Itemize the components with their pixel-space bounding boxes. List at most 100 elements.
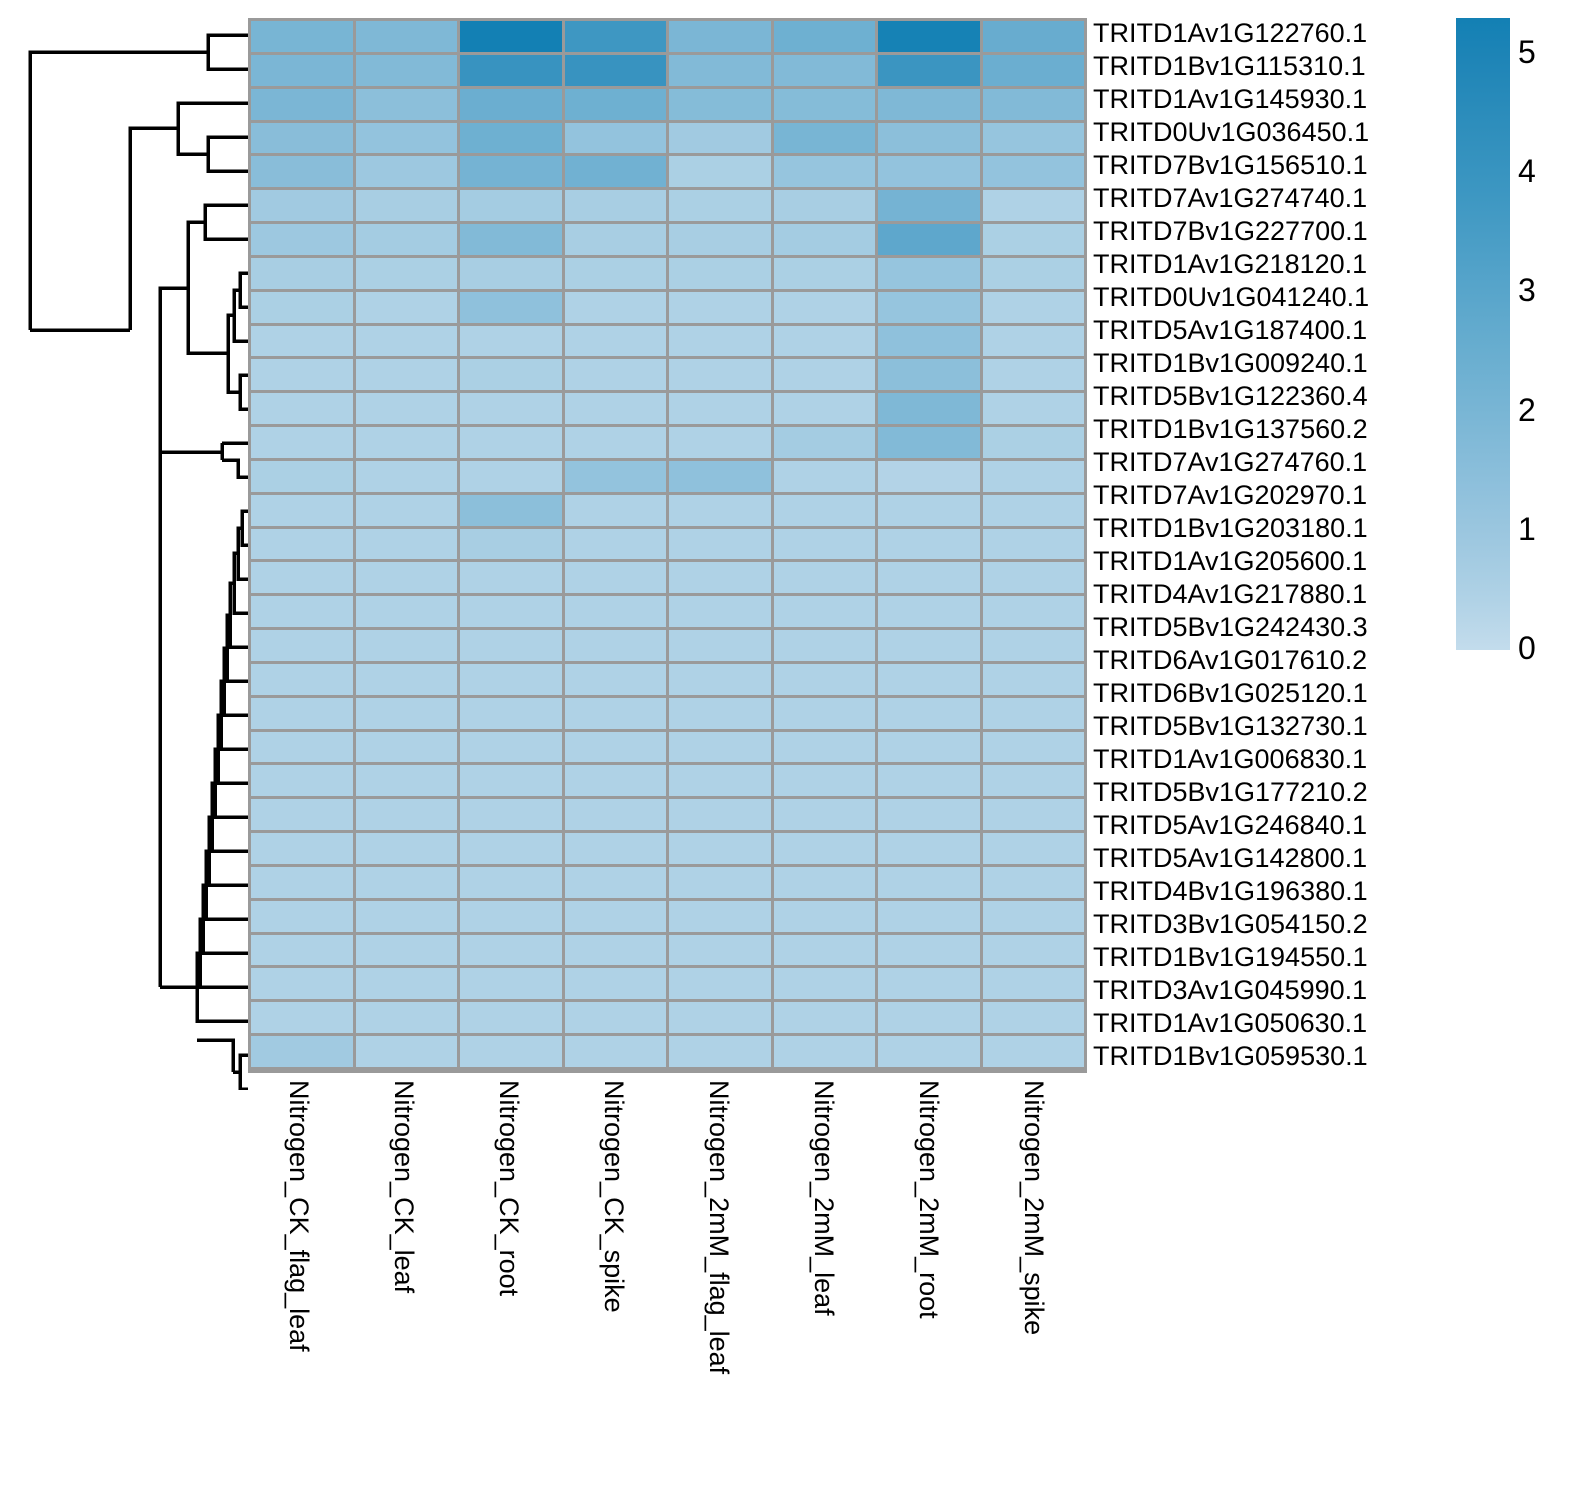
column-label: Nitrogen_2mM_leaf — [808, 1080, 839, 1316]
heatmap-cell — [564, 1002, 666, 1034]
row-label: TRITD1Av1G218120.1 — [1093, 249, 1368, 280]
heatmap-cell — [460, 54, 562, 86]
heatmap-cell — [669, 663, 771, 695]
heatmap-cell — [564, 257, 666, 289]
heatmap-cell — [355, 494, 457, 526]
heatmap-cell — [251, 562, 353, 594]
row-label: TRITD0Uv1G036450.1 — [1093, 117, 1370, 148]
heatmap-cell — [982, 663, 1084, 695]
heatmap-cell — [669, 528, 771, 560]
row-label: TRITD7Av1G202970.1 — [1093, 480, 1368, 511]
row-label: TRITD5Bv1G242430.3 — [1093, 611, 1368, 642]
heatmap-cell — [564, 1036, 666, 1067]
heatmap-cell — [878, 1002, 980, 1034]
heatmap-cell — [878, 156, 980, 188]
heatmap-cell — [355, 697, 457, 729]
column-label: Nitrogen_2mM_flag_leaf — [703, 1080, 734, 1375]
heatmap-cell — [669, 359, 771, 391]
heatmap-cell — [251, 765, 353, 797]
heatmap-cell — [878, 325, 980, 357]
heatmap-cell — [773, 833, 875, 864]
heatmap-cell — [564, 224, 666, 255]
heatmap-cell — [460, 1002, 562, 1034]
heatmap-cell — [773, 697, 875, 729]
heatmap-cell — [460, 596, 562, 628]
heatmap-cell — [355, 427, 457, 458]
heatmap-cell — [564, 427, 666, 458]
heatmap-cell — [355, 122, 457, 154]
heatmap-cell — [460, 663, 562, 695]
heatmap-cell — [982, 900, 1084, 932]
heatmap-cell — [982, 833, 1084, 864]
heatmap-cell — [982, 156, 1084, 188]
heatmap-cell — [460, 156, 562, 188]
heatmap-cell — [251, 325, 353, 357]
heatmap-cell — [460, 1036, 562, 1067]
heatmap-cell — [251, 1036, 353, 1067]
row-label: TRITD1Av1G050630.1 — [1093, 1007, 1368, 1038]
heatmap-cell — [564, 765, 666, 797]
heatmap-cell — [564, 663, 666, 695]
heatmap-cell — [355, 224, 457, 255]
heatmap-cell — [564, 799, 666, 831]
heatmap-cell — [564, 190, 666, 222]
heatmap-cell — [669, 257, 771, 289]
heatmap-cell — [564, 122, 666, 154]
heatmap-cell — [878, 731, 980, 763]
heatmap-cell — [982, 731, 1084, 763]
heatmap-cell — [878, 528, 980, 560]
heatmap-cell — [669, 54, 771, 86]
row-label: TRITD1Av1G145930.1 — [1093, 84, 1368, 115]
heatmap-cell — [669, 630, 771, 661]
heatmap-cell — [355, 325, 457, 357]
row-label: TRITD5Bv1G132730.1 — [1093, 710, 1368, 741]
heatmap-cell — [460, 291, 562, 323]
heatmap-cell — [773, 630, 875, 661]
row-dendrogram — [28, 33, 248, 1090]
heatmap-cell — [251, 731, 353, 763]
heatmap-cell — [251, 866, 353, 898]
heatmap-cell — [878, 900, 980, 932]
heatmap-cell — [251, 663, 353, 695]
heatmap-cell — [773, 968, 875, 1000]
heatmap-cell — [773, 88, 875, 120]
heatmap-cell — [564, 596, 666, 628]
heatmap-cell — [355, 460, 457, 492]
row-label: TRITD4Bv1G196380.1 — [1093, 875, 1368, 906]
heatmap-cell — [669, 697, 771, 729]
colorbar-tick-label: 5 — [1518, 33, 1536, 70]
heatmap-cell — [878, 799, 980, 831]
heatmap-cell — [564, 866, 666, 898]
column-label: Nitrogen_CK_flag_leaf — [284, 1080, 315, 1352]
heatmap-cell — [878, 122, 980, 154]
heatmap-cell — [773, 427, 875, 458]
heatmap-cell — [878, 596, 980, 628]
heatmap-cell — [878, 21, 980, 52]
heatmap-cell — [773, 325, 875, 357]
column-label: Nitrogen_2mM_root — [913, 1080, 944, 1319]
heatmap-cell — [773, 21, 875, 52]
heatmap-cell — [773, 562, 875, 594]
heatmap-cell — [251, 257, 353, 289]
heatmap-cell — [460, 833, 562, 864]
heatmap-cell — [460, 494, 562, 526]
heatmap-cell — [564, 900, 666, 932]
heatmap-cell — [564, 731, 666, 763]
heatmap-cell — [669, 460, 771, 492]
row-label: TRITD1Bv1G059530.1 — [1093, 1040, 1368, 1071]
row-label: TRITD0Uv1G041240.1 — [1093, 282, 1370, 313]
heatmap-cell — [355, 21, 457, 52]
heatmap-cell — [460, 88, 562, 120]
row-label: TRITD7Bv1G227700.1 — [1093, 216, 1368, 247]
heatmap-cell — [460, 799, 562, 831]
heatmap-cell — [355, 968, 457, 1000]
heatmap-cell — [355, 257, 457, 289]
heatmap-cell — [878, 88, 980, 120]
heatmap-cell — [773, 257, 875, 289]
row-label: TRITD1Av1G205600.1 — [1093, 545, 1368, 576]
heatmap-cell — [982, 765, 1084, 797]
heatmap-cell — [878, 494, 980, 526]
heatmap-cell — [773, 765, 875, 797]
row-label: TRITD7Av1G274760.1 — [1093, 447, 1368, 478]
